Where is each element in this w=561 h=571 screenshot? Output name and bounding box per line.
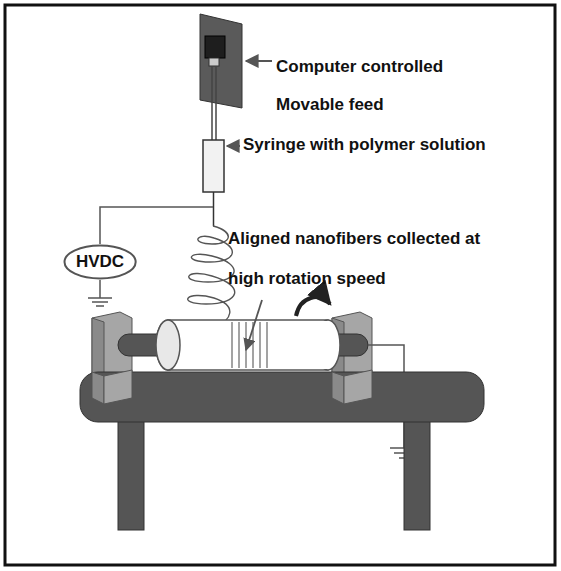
syringe: [203, 140, 224, 226]
callout-label: Computer controlled Movable feed: [276, 48, 476, 124]
ground-symbol: [88, 280, 112, 306]
power-supply-ellipse: HVDC: [63, 244, 137, 280]
leader-line: [246, 60, 272, 62]
callout-label: Aligned nanofibers collected at high rot…: [228, 219, 520, 299]
leader-line: [246, 300, 262, 350]
wire: [100, 207, 213, 244]
fiber-jet: [188, 226, 235, 328]
node-text: HVDC: [63, 252, 137, 272]
frame: [5, 5, 555, 565]
support-plate: [92, 370, 372, 404]
leader-line: [227, 145, 240, 147]
table: [80, 372, 484, 530]
callout-label: Syringe with polymer solution: [243, 134, 548, 156]
movable-feed: [200, 14, 242, 140]
rotation-arrow: [296, 297, 330, 316]
